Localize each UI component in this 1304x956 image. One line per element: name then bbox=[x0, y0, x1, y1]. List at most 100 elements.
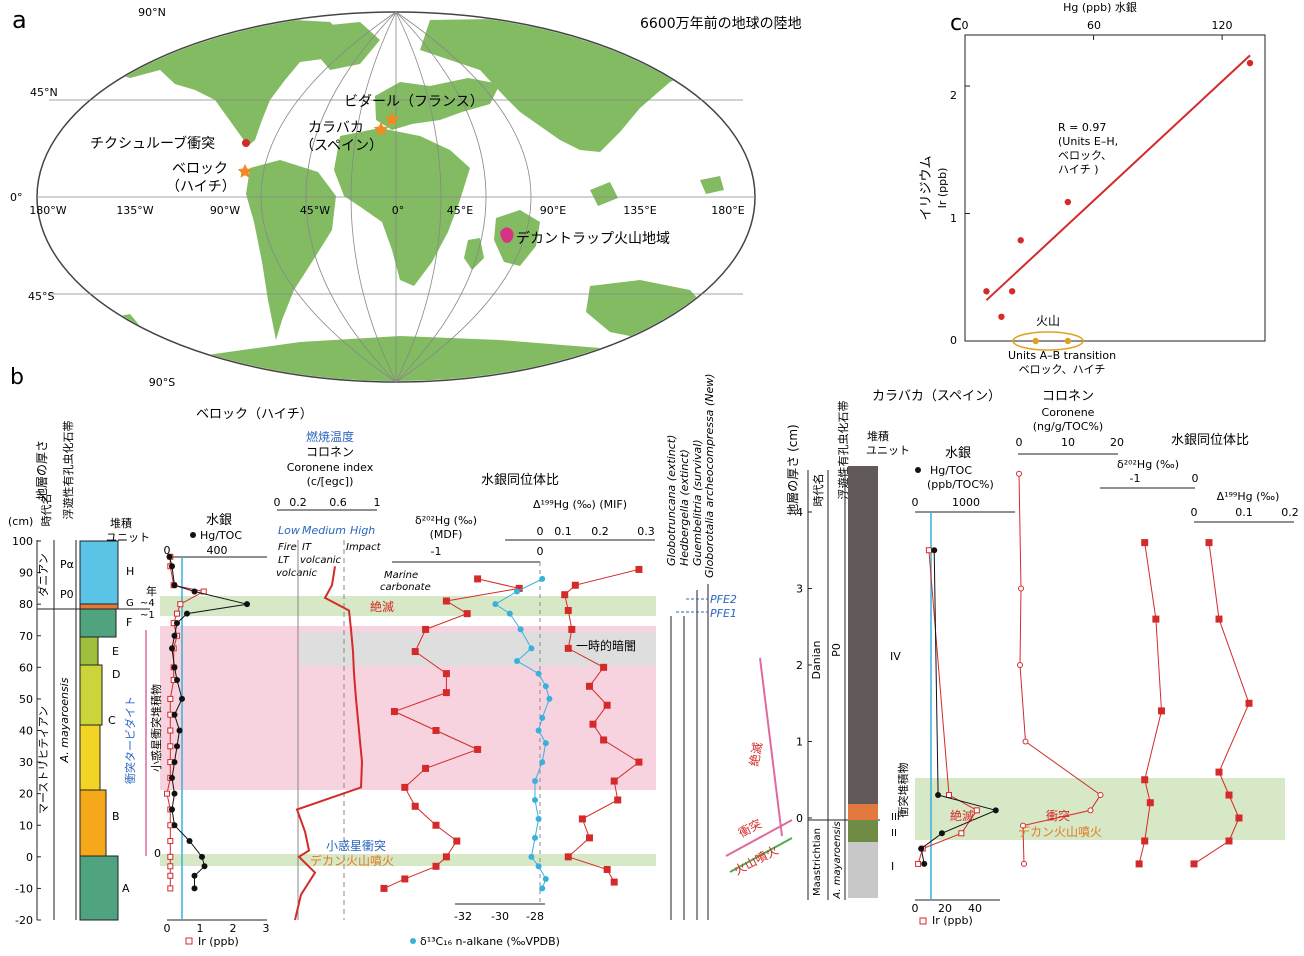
taxon-globotruncana: Globotruncana (extinct) bbox=[665, 435, 678, 566]
beloc-cor-note-volc1: volcanic bbox=[276, 568, 318, 579]
beloc-mdf-point-10 bbox=[474, 745, 482, 753]
pc-point-1-0 bbox=[1032, 337, 1039, 345]
beloc-d13c-point-8 bbox=[542, 683, 549, 690]
beloc-mdf-point-17 bbox=[432, 862, 440, 870]
beloc-cor-medium: Medium bbox=[302, 524, 346, 537]
beloc-cor-axis-1: Coronene index bbox=[287, 461, 374, 474]
beloc-cor-high: High bbox=[350, 524, 375, 537]
car-cor-tick-20: 20 bbox=[1110, 436, 1124, 449]
beloc-ir-point-23 bbox=[167, 872, 174, 879]
beloc-depth-tick-1: 90 bbox=[19, 567, 33, 580]
pc-point-0-0 bbox=[983, 288, 990, 295]
beloc-ir-legend-square bbox=[185, 937, 193, 945]
car-cor-point-6 bbox=[1020, 822, 1026, 829]
car-ir-point-0 bbox=[925, 547, 932, 554]
beloc-d13c-point-13 bbox=[539, 759, 546, 766]
car-ir-legend-square bbox=[919, 917, 927, 925]
car-hg-point-3 bbox=[938, 830, 945, 837]
beloc-hg-point-18 bbox=[169, 806, 175, 813]
beloc-ir-point-20 bbox=[167, 838, 174, 845]
beloc-cor-note-volc2: volcanic bbox=[300, 555, 342, 566]
beloc-ir-point-24 bbox=[167, 885, 174, 892]
beloc-cor-axis-2: (c/[egc]) bbox=[307, 475, 354, 488]
panel-c: c Hg (ppb) 水銀 0 60 120 0 1 2 イリジウム Ir (p… bbox=[919, 0, 1266, 376]
car-hg-tick-1000: 1000 bbox=[952, 496, 980, 509]
beloc-hg-point-20 bbox=[186, 838, 193, 845]
map-graticule bbox=[37, 11, 755, 383]
pc-point-0-2 bbox=[1008, 288, 1016, 295]
beloc-mif-point-5 bbox=[564, 644, 572, 652]
car-depth-tick-1: 3 bbox=[796, 583, 803, 596]
beloc-mif-point-15 bbox=[585, 834, 593, 842]
pc-annot-3: ベロック、 bbox=[1058, 149, 1112, 162]
car-ir-point-3 bbox=[958, 830, 965, 837]
beloc-d13c-point-7 bbox=[535, 670, 542, 677]
beloc-d13c-tick-28: -28 bbox=[526, 910, 544, 923]
car-mif-point-2 bbox=[1245, 699, 1253, 707]
car-epoch-danian: Danian bbox=[810, 640, 823, 679]
car-cor-point-7 bbox=[1021, 860, 1027, 867]
pfe2-label: PFE2 bbox=[710, 593, 737, 606]
beloc-hg-point-24 bbox=[191, 885, 198, 892]
pc-point-0-1 bbox=[998, 313, 1005, 320]
beloc-d13c-point-21 bbox=[539, 885, 546, 892]
beloc-d13c-point-5 bbox=[528, 645, 535, 652]
car-mif-point-1 bbox=[1215, 615, 1223, 623]
beloc-hg-point-0 bbox=[166, 553, 173, 560]
car-cor-point-0 bbox=[1016, 470, 1022, 477]
beloc-d13c-point-17 bbox=[532, 834, 538, 841]
beloc-ir-point-11 bbox=[167, 695, 174, 702]
unit-label-h: H bbox=[126, 565, 134, 578]
beloc-zone-p0: P0 bbox=[60, 588, 74, 601]
map-land bbox=[100, 18, 724, 381]
panel-b-beloc: b ベロック（ハイチ） 地層の厚さ (cm) 時代名 浮遊性有孔虫化石帯 堆積 … bbox=[8, 365, 793, 948]
pc-y-label-jp: イリジウム bbox=[919, 155, 934, 220]
beloc-mdf-point-7 bbox=[442, 689, 450, 697]
beloc-hg-point-8 bbox=[169, 645, 175, 652]
pc-fit-line bbox=[985, 54, 1251, 301]
beloc-ir-point-22 bbox=[167, 863, 174, 870]
beloc-d13c-point-12 bbox=[542, 740, 549, 747]
beloc-mif-point-1 bbox=[571, 581, 579, 589]
car-ir-tick-40: 40 bbox=[968, 902, 982, 915]
beloc-d13c-point-6 bbox=[514, 658, 520, 665]
car-mif-axis-title: Δ¹⁹⁹Hg (‰) bbox=[1217, 490, 1280, 503]
beloc-label: ベロック bbox=[172, 161, 228, 177]
beloc-mdf-point-14 bbox=[432, 821, 440, 829]
car-band-impact: 衝突 bbox=[1046, 808, 1070, 823]
turbidite-label: 衝突タービダイト bbox=[123, 696, 137, 784]
litho-unit-e bbox=[79, 636, 99, 666]
car-hg-legend-1: Hg/TOC bbox=[930, 464, 972, 477]
beloc-band-impact: 小惑星衝突 bbox=[326, 838, 386, 853]
car-mif-tick-01: 0.1 bbox=[1235, 506, 1253, 519]
caravaca-label: カラバカ bbox=[308, 120, 364, 136]
beloc-mdf-point-11 bbox=[422, 764, 430, 772]
pc-annot-1: R = 0.97 bbox=[1058, 121, 1106, 134]
beloc-d13c-point-3 bbox=[506, 610, 513, 617]
band-deccan bbox=[160, 854, 656, 866]
impact-sediment-label: 小惑星衝突堆積物 bbox=[149, 684, 163, 772]
beloc-cor-note-impact: Impact bbox=[346, 542, 382, 553]
car-litho-unit-i bbox=[848, 842, 878, 898]
panel-c-label: c bbox=[950, 11, 962, 36]
car-mdf-axis-title: δ²⁰²Hg (‰) bbox=[1117, 458, 1179, 471]
lat-45s: 45°S bbox=[28, 290, 54, 303]
beloc-mdf-axis-2: (MDF) bbox=[430, 528, 463, 541]
beloc-d13c-point-1 bbox=[514, 588, 520, 595]
lon-180e: 180°E bbox=[711, 204, 744, 217]
beloc-mif-point-6 bbox=[600, 663, 608, 671]
car-unit-label-i: I bbox=[891, 860, 894, 873]
beloc-d13c-point-9 bbox=[546, 695, 553, 702]
litho-unit-c bbox=[79, 724, 101, 791]
beloc-ir-point-21 bbox=[167, 853, 174, 860]
car-unit-label-iv: IV bbox=[890, 650, 901, 663]
car-depth-tick-0: 4 bbox=[796, 506, 803, 519]
beloc-d13c-point-14 bbox=[532, 778, 538, 785]
land-greenland bbox=[300, 22, 380, 70]
beloc-ir-tick-2: 2 bbox=[230, 922, 237, 935]
beloc-hg-tick-0: 0 bbox=[164, 544, 171, 557]
beloc-hg-point-13 bbox=[176, 727, 183, 734]
beloc-ir-tick-3: 3 bbox=[263, 922, 270, 935]
